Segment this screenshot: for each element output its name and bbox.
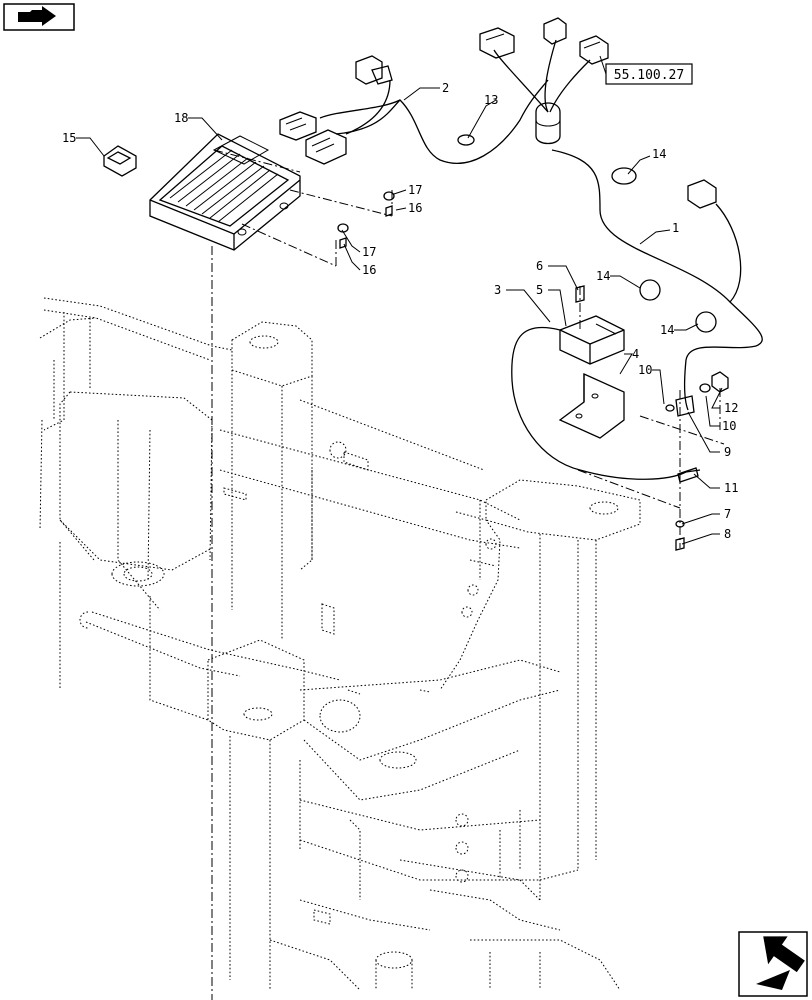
- callout-17a: 17: [408, 183, 422, 197]
- callout-13: 13: [484, 93, 498, 107]
- ecu-module: [149, 133, 301, 251]
- callout-1: 1: [672, 221, 679, 235]
- callout-18: 18: [174, 111, 188, 125]
- mounting-bracket: [558, 372, 625, 439]
- wire-harness: [319, 39, 763, 480]
- callout-15: 15: [62, 131, 76, 145]
- ecu-connectors: [279, 55, 393, 165]
- nav-next-button[interactable]: [738, 925, 811, 997]
- callout-8: 8: [724, 527, 731, 541]
- arrow-left-icon: [18, 6, 56, 26]
- arrow-right-icon: [756, 936, 805, 990]
- callout-16b: 16: [362, 263, 376, 277]
- callout-14a: 14: [652, 147, 666, 161]
- callout-10b: 10: [722, 419, 736, 433]
- callout-16a: 16: [408, 201, 422, 215]
- chassis-frame: [39, 297, 641, 991]
- ring-terminal: [457, 134, 475, 146]
- reference-box[interactable]: 55.100.27: [599, 55, 693, 85]
- reference-label: 55.100.27: [614, 68, 684, 83]
- nav-prev-button[interactable]: [3, 3, 75, 31]
- cable-clips: [611, 167, 717, 333]
- callout-14c: 14: [660, 323, 674, 337]
- callout-numbers: 1 2 3 4 5 6 7 8 9 10 10 11 12 13 14 14 1…: [62, 81, 738, 541]
- callout-12: 12: [724, 401, 738, 415]
- callout-2: 2: [442, 81, 449, 95]
- callout-5: 5: [536, 283, 543, 297]
- callout-9: 9: [724, 445, 731, 459]
- relay-unit: [559, 315, 625, 365]
- callout-7: 7: [724, 507, 731, 521]
- sensor-connector: [687, 179, 717, 209]
- callout-4: 4: [632, 347, 639, 361]
- callout-11: 11: [724, 481, 738, 495]
- callout-14b: 14: [596, 269, 610, 283]
- callout-3: 3: [494, 283, 501, 297]
- harness-connectors-top: [479, 17, 609, 145]
- callout-leaders: [76, 87, 723, 545]
- assembly-lines: [211, 149, 725, 1000]
- switch-component: [103, 145, 137, 177]
- hardware: [337, 191, 729, 551]
- callout-17b: 17: [362, 245, 376, 259]
- callout-10a: 10: [638, 363, 652, 377]
- callout-6: 6: [536, 259, 543, 273]
